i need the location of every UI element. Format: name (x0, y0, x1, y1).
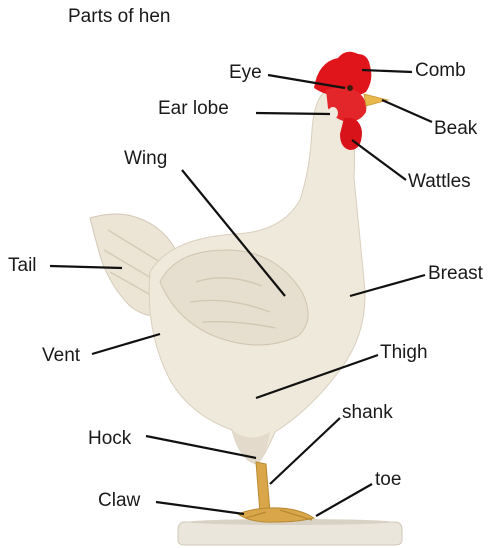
wattles-leader (352, 140, 406, 180)
label-claw: Claw (98, 491, 140, 510)
label-vent: Vent (42, 346, 80, 365)
label-thigh: Thigh (380, 343, 428, 362)
claw-leader (156, 502, 244, 514)
label-breast: Breast (428, 264, 483, 283)
label-beak: Beak (434, 119, 477, 138)
label-wattles: Wattles (408, 172, 471, 191)
label-comb: Comb (415, 61, 466, 80)
label-ear-lobe: Ear lobe (158, 99, 229, 118)
display-stand (178, 522, 402, 545)
beak-leader (382, 100, 432, 122)
label-wing: Wing (124, 149, 167, 168)
shank-leg (256, 462, 270, 513)
ear-lobe-leader (256, 113, 330, 114)
toe-leader (316, 484, 372, 516)
label-tail: Tail (8, 256, 37, 275)
foot (238, 508, 314, 522)
label-eye: Eye (229, 63, 262, 82)
label-shank: shank (342, 403, 393, 422)
label-toe: toe (375, 470, 401, 489)
eye-dot (347, 85, 353, 91)
vent-leader (92, 334, 160, 354)
diagram-title: Parts of hen (68, 6, 170, 28)
label-hock: Hock (88, 429, 131, 448)
